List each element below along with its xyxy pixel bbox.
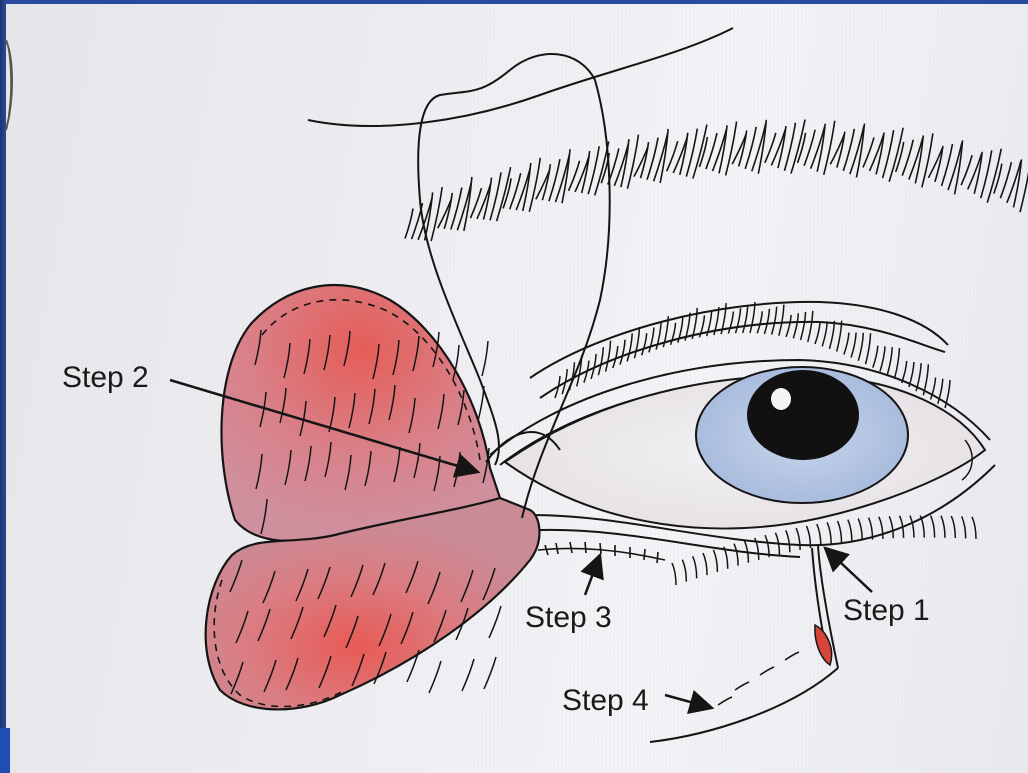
step-1-arrow — [825, 548, 872, 592]
step-2-label: Step 2 — [62, 361, 149, 394]
step-4-arrow — [665, 695, 712, 708]
suture-line — [538, 542, 665, 563]
step-3-label: Step 3 — [525, 601, 612, 634]
pupil-highlight — [771, 388, 791, 410]
pupil — [747, 370, 859, 460]
left-edge-fragment — [6, 40, 12, 130]
step-4-label: Step 4 — [562, 684, 649, 717]
wound-defect — [815, 625, 832, 665]
eye — [505, 367, 985, 528]
step-3-arrow — [585, 555, 600, 595]
eyebrow — [405, 120, 1028, 242]
step-1-label: Step 1 — [843, 594, 930, 627]
